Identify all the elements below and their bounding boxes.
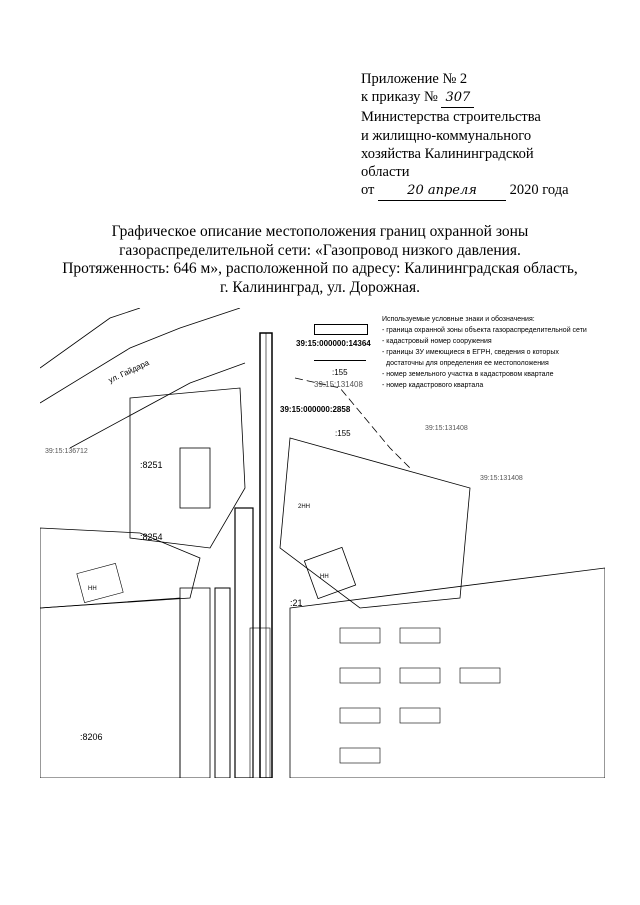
legend-item: - номер кадастрового квартала	[382, 382, 484, 389]
cadastral-map: ул. Гайдара 39:15:000000:2858 39:15:1314…	[40, 308, 605, 778]
parcel-8251	[129, 387, 246, 549]
legend-boundary-line	[314, 360, 366, 361]
order-number-handwritten: 307	[441, 89, 475, 109]
building-label: НН	[88, 586, 97, 592]
building-label: 2НН	[298, 504, 310, 510]
road-edge	[40, 308, 241, 404]
legend-item: - границы ЗУ имеющиеся в ЕГРН, сведения …	[382, 349, 559, 356]
legend-zone-swatch	[314, 324, 368, 335]
title-line: газораспределительной сети: «Газопровод …	[119, 241, 521, 259]
appendix-line: и жилищно-коммунального	[361, 127, 532, 144]
quarter-label: 39:15:136712	[45, 448, 88, 455]
building	[179, 587, 211, 778]
appendix-order: к приказу № 307	[361, 88, 569, 109]
appendix-line: Приложение № 2	[361, 71, 468, 87]
appendix-line: хозяйства Калининградской	[361, 145, 534, 162]
building	[303, 546, 357, 600]
appendix-line: области	[361, 164, 410, 181]
road-edge	[40, 308, 141, 369]
parcel-8254	[40, 527, 201, 609]
legend-parcel-sample: :155	[332, 368, 348, 377]
legend-structure-code: 39:15:000000:14364	[296, 339, 371, 348]
road-edge	[69, 362, 246, 449]
date-prefix: от	[361, 182, 375, 199]
date-suffix: 2020 года	[509, 182, 569, 199]
structure-code-label: 39:15:000000:2858	[280, 405, 351, 414]
date-handwritten: 20 апреля	[378, 182, 507, 202]
buildings-group	[76, 562, 501, 778]
parcel-8206	[40, 597, 181, 778]
parcel-label: :8251	[140, 460, 163, 470]
legend-item: достаточны для определения ее местополож…	[386, 360, 549, 367]
structure-line	[294, 377, 411, 469]
legend-item: - кадастровый номер сооружения	[382, 338, 492, 345]
legend-item: - граница охранной зоны объекта газорасп…	[382, 327, 587, 334]
gas-pipeline-zone	[214, 332, 273, 778]
legend-quarter-sample: 39:15:131408	[314, 380, 363, 389]
appendix-header: Приложение № 2 к приказу № 307 Министерс…	[361, 70, 569, 202]
parcel-21	[289, 567, 605, 778]
document-title: Графическое описание местоположения гран…	[60, 223, 580, 297]
appendix-date: от 20 апреля 2020 года	[361, 181, 569, 202]
parcel-label: :21	[290, 598, 303, 608]
quarter-label: 39:15:131408	[425, 425, 468, 432]
street-label: ул. Гайдара	[107, 358, 151, 385]
building-label: НН	[320, 574, 329, 580]
parcel-21-north	[279, 437, 471, 609]
order-prefix: к приказу №	[361, 89, 438, 106]
title-line: Протяженность: 646 м», расположенной по …	[62, 260, 578, 277]
legend-item: - номер земельного участка в кадастровом…	[382, 371, 554, 378]
legend-heading: Используемые условные знаки и обозначени…	[382, 316, 535, 323]
parcel-label: :8206	[80, 732, 103, 742]
parcel-label: :8254	[140, 532, 163, 542]
title-line: г. Калининград, ул. Дорожная.	[220, 278, 420, 296]
parcel-label: :155	[335, 429, 351, 438]
title-line: Графическое описание местоположения гран…	[111, 223, 529, 240]
building	[179, 447, 211, 509]
appendix-line: Министерства строительства	[361, 109, 541, 126]
quarter-label: 39:15:131408	[480, 475, 523, 482]
